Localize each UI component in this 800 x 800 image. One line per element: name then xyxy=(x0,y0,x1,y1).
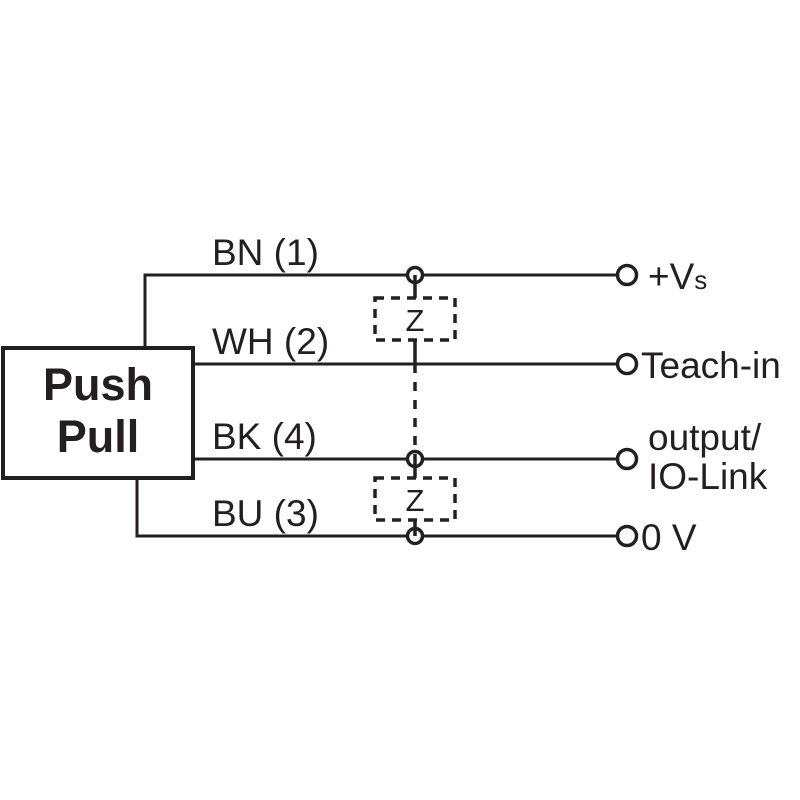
terminal-output-iolink xyxy=(615,447,639,471)
device-box xyxy=(1,346,195,480)
pin-label-plus-vs-main: +V xyxy=(648,256,695,297)
wire-bk: BK (4) output/ IO-Link xyxy=(191,416,768,497)
wire-label-wh: WH (2) xyxy=(212,321,329,362)
pin-label-zero-volt: 0 V xyxy=(641,517,697,558)
terminal-teach-in xyxy=(615,352,639,376)
pin-label-plus-vs: +Vs xyxy=(648,256,707,297)
wire-bn: BN (1) +Vs xyxy=(143,232,707,350)
z-upper-label: Z xyxy=(406,303,425,338)
wire-bu-path xyxy=(135,476,620,538)
wire-label-bn: BN (1) xyxy=(212,232,319,273)
terminal-zero-volt xyxy=(615,524,639,548)
pin-label-output: output/ xyxy=(648,417,762,458)
pin-label-output-line1: output/ xyxy=(648,417,762,458)
device-label-line1: Push xyxy=(43,359,153,410)
suppressor-z-lower: Z xyxy=(373,459,457,536)
wire-wh: WH (2) Teach-in xyxy=(191,321,781,386)
wire-label-bk: BK (4) xyxy=(212,416,317,457)
wire-bn-path xyxy=(143,273,620,350)
wire-bu: BU (3) 0 V xyxy=(135,476,697,558)
terminal-plus-vs xyxy=(615,263,639,287)
device-push-pull: Push Pull xyxy=(1,346,195,480)
z-lower-label: Z xyxy=(406,483,425,518)
pin-label-teach-in: Teach-in xyxy=(641,345,781,386)
device-label-line2: Pull xyxy=(57,411,140,462)
suppressor-z-upper: Z xyxy=(373,275,457,364)
pin-label-plus-vs-sub: s xyxy=(694,265,707,295)
pin-label-output-line2: IO-Link xyxy=(648,456,768,497)
pin-label-iolink: IO-Link xyxy=(648,456,768,497)
wire-label-bu: BU (3) xyxy=(212,493,319,534)
